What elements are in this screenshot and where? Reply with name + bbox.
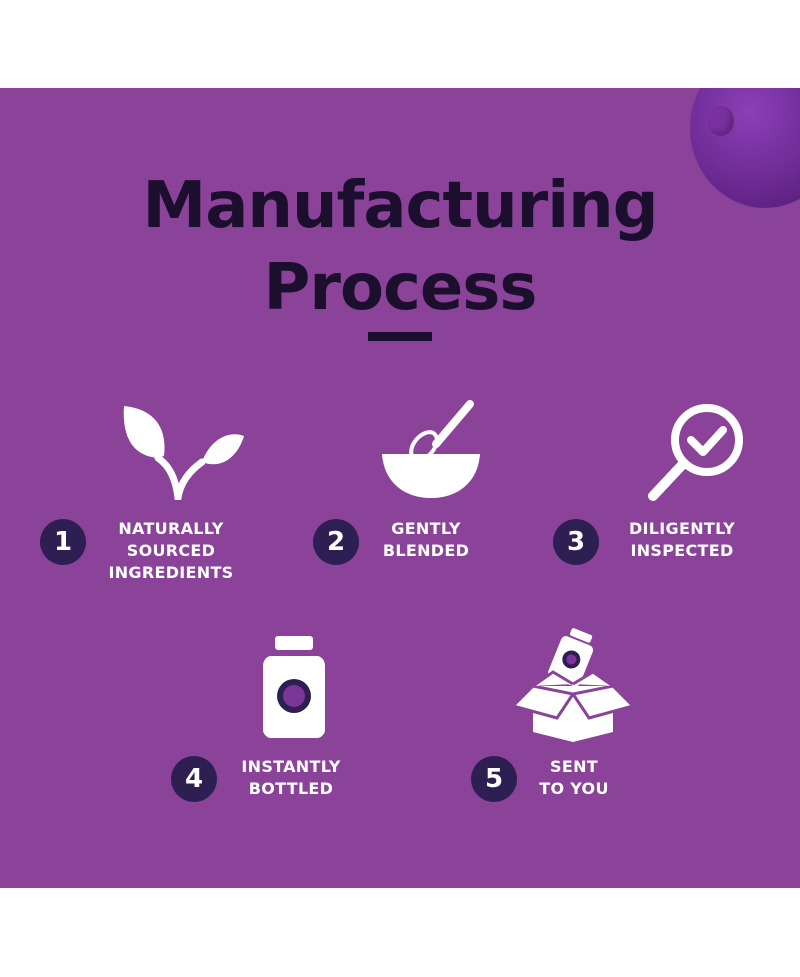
step-3-badge: 3 xyxy=(553,519,599,565)
step-3-label: DILIGENTLY INSPECTED xyxy=(628,519,736,560)
step-2-label: GENTLY BLENDED xyxy=(382,519,470,560)
bottle-icon xyxy=(263,636,325,738)
process-panel: Manufacturing Process 1 NATURALLY SOURCE… xyxy=(0,88,800,888)
step-4-label: INSTANTLY BOTTLED xyxy=(241,757,341,798)
mixing-bowl-whisk-icon xyxy=(382,400,480,498)
step-5-label: SENT TO YOU xyxy=(539,757,609,798)
step-5-badge: 5 xyxy=(471,756,517,802)
step-4-badge: 4 xyxy=(171,756,217,802)
berry-bump-decoration xyxy=(708,106,734,136)
leaf-icon xyxy=(123,406,244,500)
step-2-badge: 2 xyxy=(313,519,359,565)
step-1-badge: 1 xyxy=(40,519,86,565)
page-title-line2: Process xyxy=(263,251,538,325)
title-divider xyxy=(368,332,432,341)
box-shipping-icon xyxy=(513,628,633,742)
step-1-label: NATURALLY SOURCED INGREDIENTS xyxy=(108,519,234,582)
page-title-line1: Manufacturing xyxy=(142,169,659,243)
magnifier-check-icon xyxy=(648,404,743,501)
